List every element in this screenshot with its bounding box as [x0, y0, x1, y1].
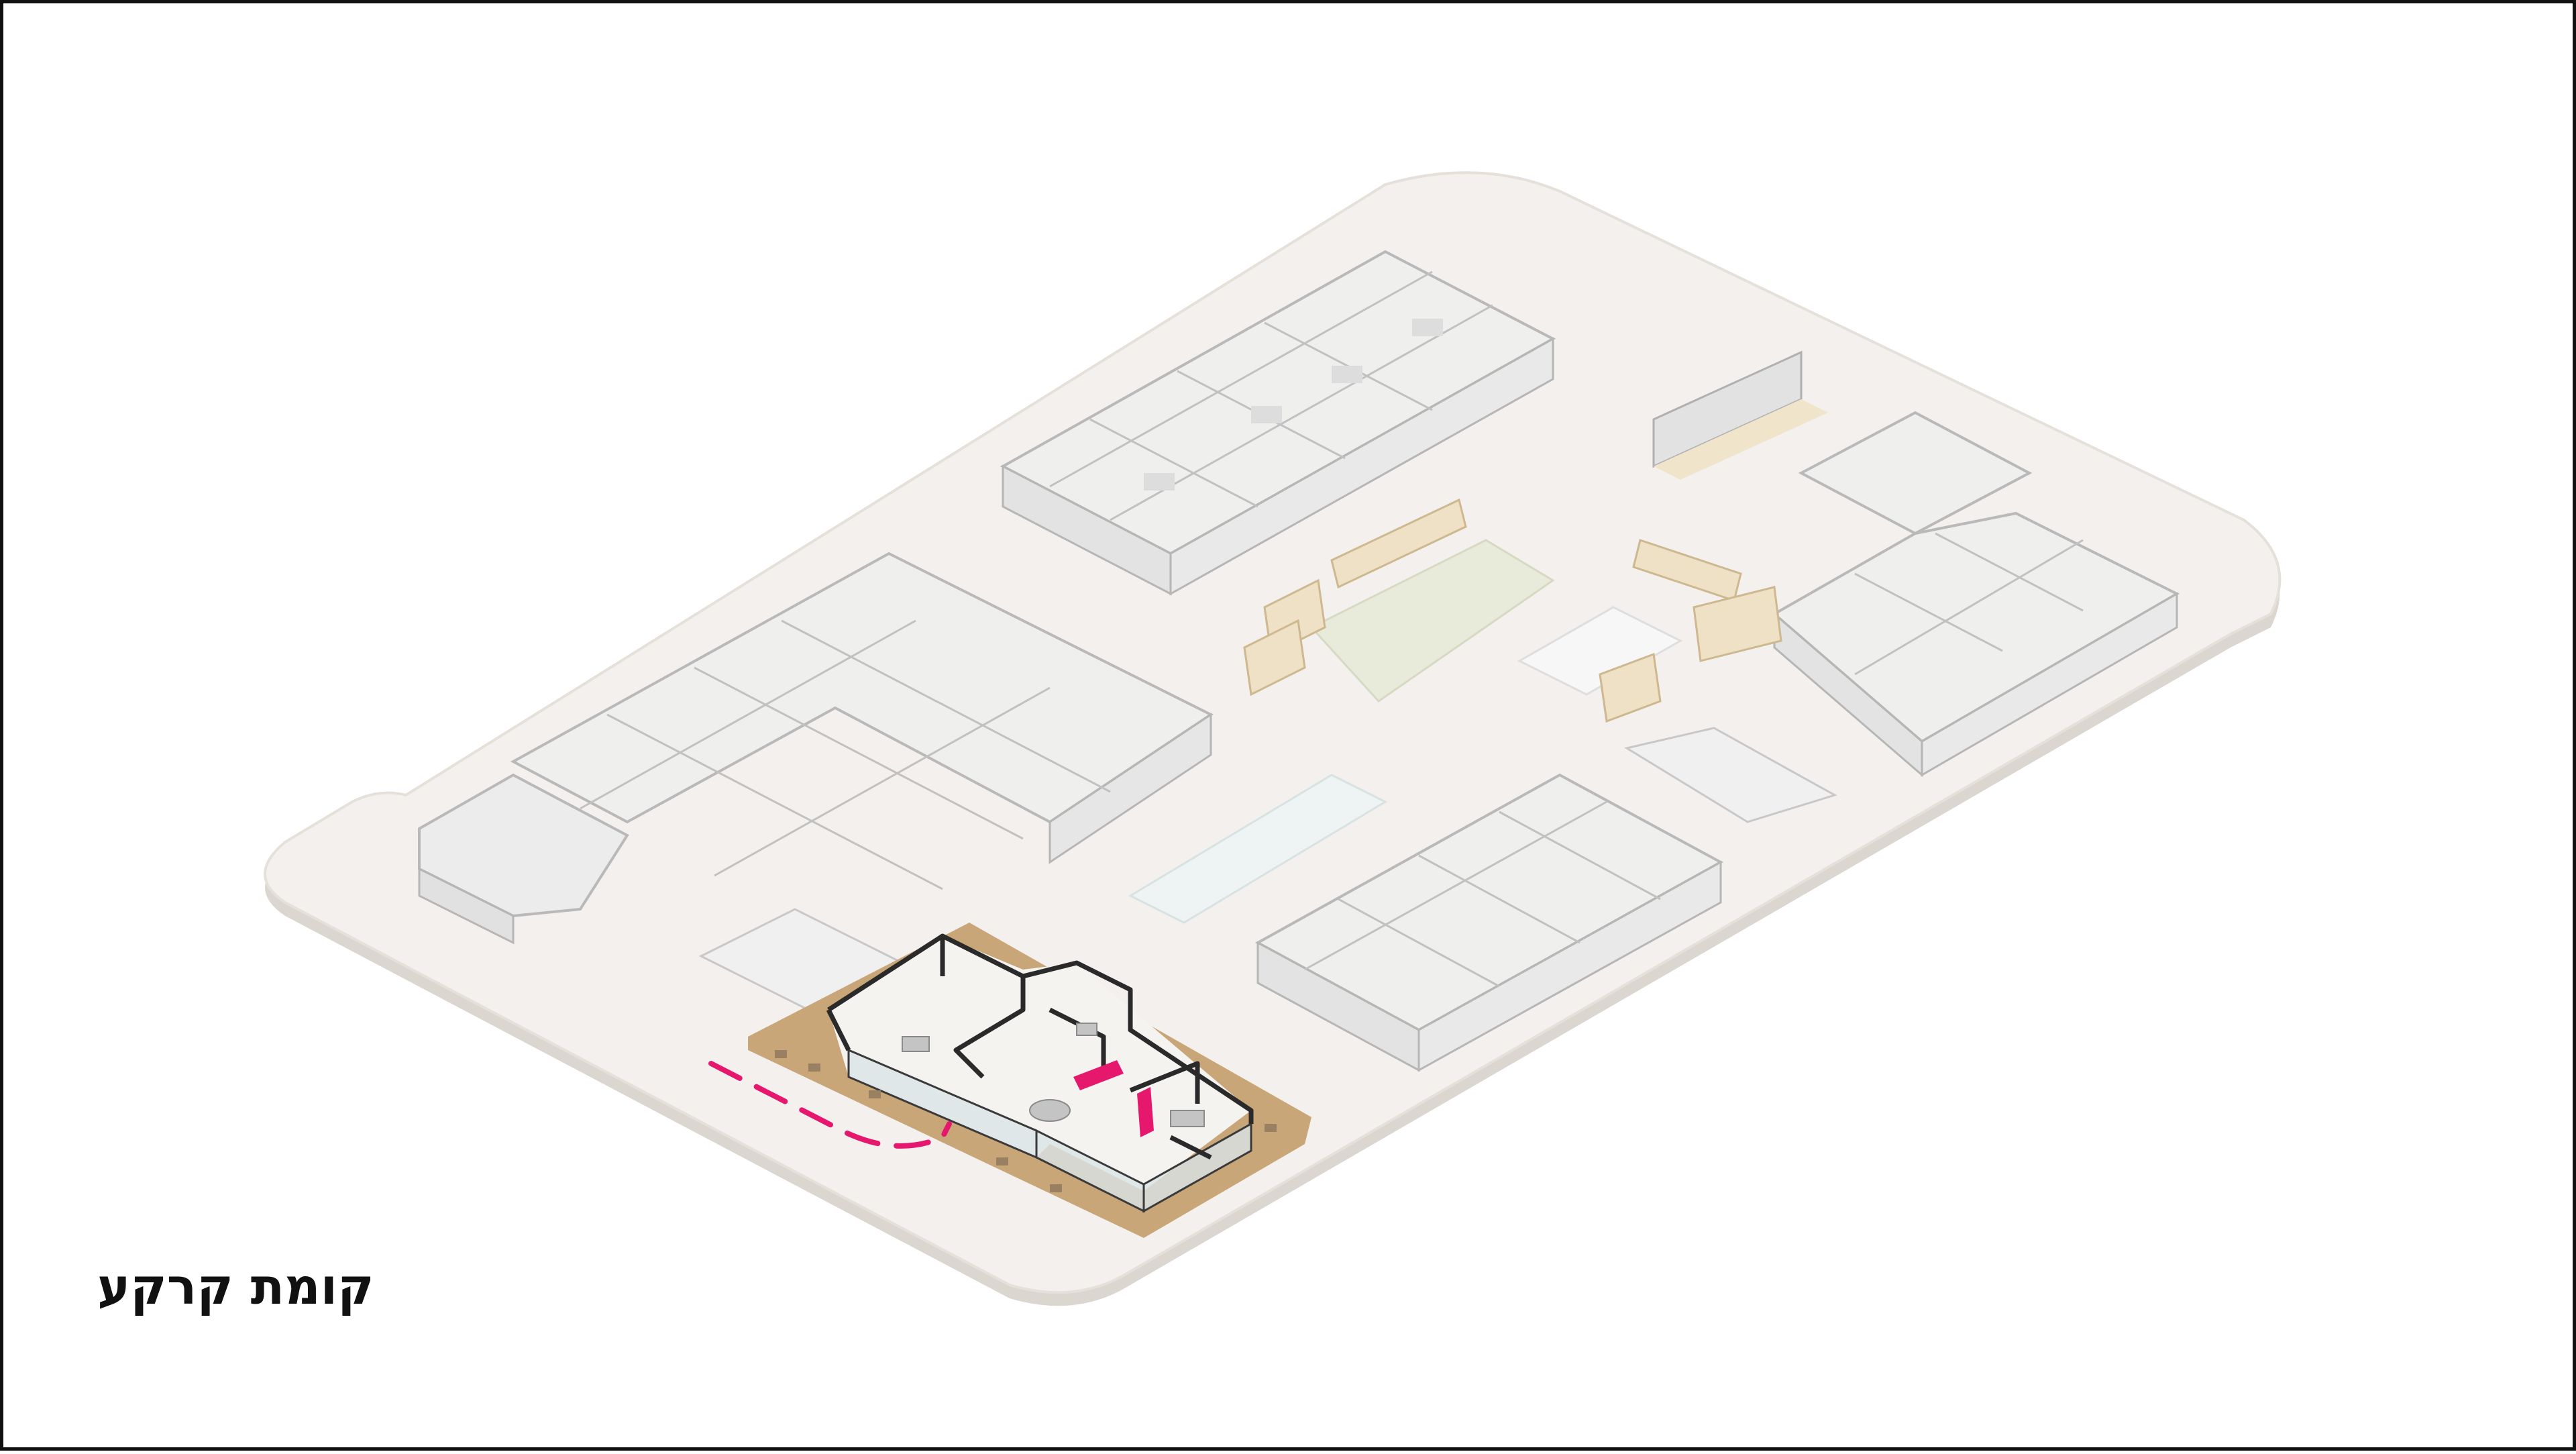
entrance-route	[708, 1061, 952, 1149]
active-glass-walls	[847, 1048, 1252, 1213]
paved-circle	[1517, 606, 1683, 696]
active-interior	[902, 1023, 1205, 1127]
floor-label: קומת קרקע	[97, 1258, 374, 1316]
ghost-building-southeast	[1254, 773, 1724, 1072]
deck-furniture	[775, 1050, 1277, 1192]
ghost-building-north	[1000, 250, 1556, 596]
site-base	[264, 171, 2282, 1306]
active-solid-walls	[826, 933, 1254, 1160]
ghost-building-west	[418, 552, 1214, 945]
accent-stair	[1073, 1060, 1154, 1137]
pavilions	[1243, 498, 1782, 723]
lawn-area	[1309, 539, 1555, 703]
water-feature	[1128, 774, 1388, 924]
central-plaza	[698, 350, 1837, 1011]
ghost-building-east	[1772, 411, 2180, 778]
fence-north	[1652, 350, 1828, 480]
active-building	[748, 923, 1311, 1238]
isometric-site-plan	[264, 171, 2282, 1306]
site-base-surface	[264, 171, 2282, 1294]
